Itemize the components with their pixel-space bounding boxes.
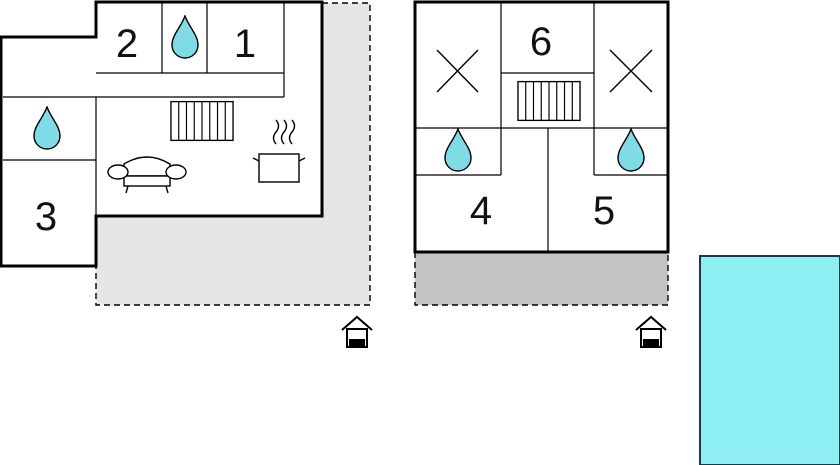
left-building: 2 1 3 <box>0 0 373 348</box>
radiator-icon <box>517 80 581 122</box>
house-entrance-icon <box>635 316 667 348</box>
right-building: 6 4 5 <box>413 0 670 348</box>
sofa-icon <box>107 156 187 194</box>
right-interior-walls <box>415 3 668 252</box>
room-number-4: 4 <box>470 189 492 233</box>
left-outer-wall <box>0 0 324 268</box>
terrace-right <box>415 253 668 305</box>
room-number-6: 6 <box>530 20 552 64</box>
water-drop-icon <box>444 128 472 172</box>
cooking-pot-icon <box>252 119 306 183</box>
right-outer-wall <box>413 0 670 254</box>
cross-icon <box>609 49 653 93</box>
left-interior-walls <box>3 3 285 216</box>
terrace-right-outline <box>414 252 669 306</box>
water-drop-icon <box>171 15 199 59</box>
room-number-2: 2 <box>116 22 138 66</box>
water-drop-icon <box>617 128 645 172</box>
terrace-left-outline <box>95 2 371 306</box>
radiator-icon <box>170 100 234 142</box>
house-entrance-icon <box>341 316 373 348</box>
room-number-3: 3 <box>35 195 57 239</box>
swimming-pool <box>699 255 840 465</box>
water-drop-icon <box>33 106 61 150</box>
room-number-5: 5 <box>593 189 615 233</box>
terrace-left <box>96 3 370 305</box>
cross-icon <box>436 49 479 93</box>
room-number-1: 1 <box>234 22 256 66</box>
